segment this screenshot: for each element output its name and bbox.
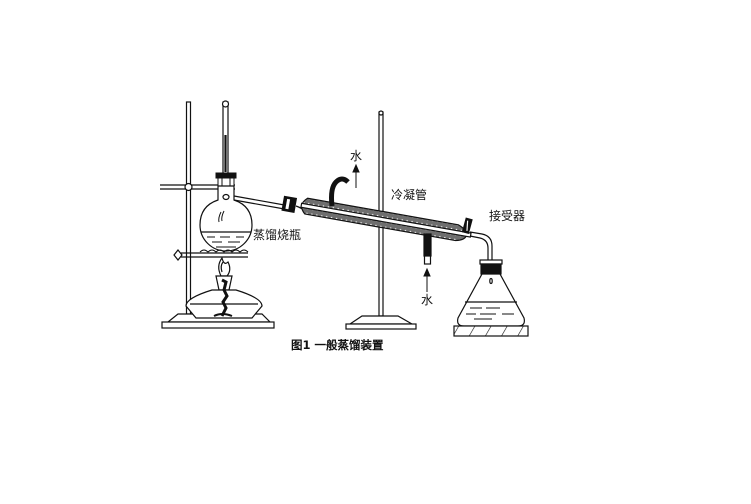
water-flow-arrows [352, 163, 431, 292]
erlenmeyer-flask [457, 259, 525, 327]
alcohol-lamp [185, 256, 263, 319]
distillation-flask [199, 185, 291, 252]
label-water-out: 水 [350, 149, 363, 163]
label-condenser: 冷凝管 [391, 188, 428, 202]
adapter [461, 217, 493, 262]
wooden-block [453, 325, 529, 337]
condenser [281, 176, 472, 265]
label-receiver: 接受器 [489, 209, 526, 223]
wire-gauze [199, 249, 249, 253]
left-ring-stand [160, 101, 275, 329]
figure-caption: 图1 一般蒸馏装置 [291, 338, 384, 352]
label-water-in: 水 [421, 293, 434, 307]
label-flask: 蒸馏烧瓶 [253, 228, 302, 242]
rubber-stopper [215, 172, 237, 187]
thermometer [221, 100, 230, 175]
